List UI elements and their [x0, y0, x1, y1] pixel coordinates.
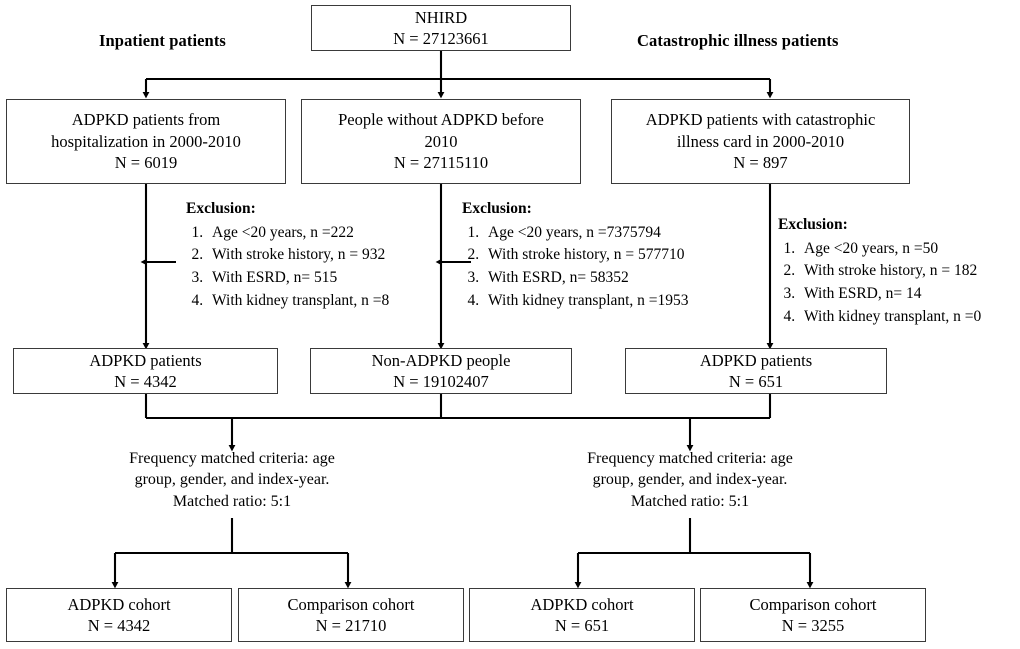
node-catastrophic-adpkd-count: N = 897	[733, 153, 788, 173]
exclusion-list-left: Exclusion: Age <20 years, n =222 With st…	[186, 198, 389, 312]
node-people-without-adpkd[interactable]: People without ADPKD before 2010 N = 271…	[301, 99, 581, 184]
node-nhird-title: NHIRD	[414, 7, 468, 27]
exclusion-list-right-items: Age <20 years, n =50 With stroke history…	[778, 238, 981, 329]
list-item: With stroke history, n = 182	[799, 260, 981, 283]
node-nhird-count: N = 27123661	[393, 29, 489, 48]
node-people-without-adpkd-count: N = 27115110	[393, 153, 489, 173]
node-comparison-cohort-left-count: N = 21710	[315, 616, 387, 635]
node-adpkd-cohort-left-title: ADPKD cohort	[67, 594, 171, 614]
list-item: With ESRD, n= 14	[799, 283, 981, 306]
node-catastrophic-adpkd-line1: ADPKD patients with catastrophic	[645, 110, 876, 130]
match-criteria-right-line3: Matched ratio: 5:1	[630, 492, 750, 510]
node-adpkd-cohort-right[interactable]: ADPKD cohort N = 651	[469, 588, 695, 642]
match-criteria-left: Frequency matched criteria: age group, g…	[82, 448, 382, 512]
match-criteria-left-line3: Matched ratio: 5:1	[172, 492, 292, 510]
exclusion-list-middle-title: Exclusion:	[462, 200, 532, 217]
list-item: With stroke history, n = 577710	[483, 244, 689, 267]
list-item: With kidney transplant, n =1953	[483, 290, 689, 313]
node-adpkd-patients-right[interactable]: ADPKD patients N = 651	[625, 348, 887, 394]
exclusion-list-right: Exclusion: Age <20 years, n =50 With str…	[778, 214, 981, 328]
node-catastrophic-adpkd[interactable]: ADPKD patients with catastrophic illness…	[611, 99, 910, 184]
node-comparison-cohort-right-count: N = 3255	[781, 616, 845, 635]
match-criteria-left-line1: Frequency matched criteria: age	[129, 450, 335, 467]
exclusion-list-middle: Exclusion: Age <20 years, n =7375794 Wit…	[462, 198, 689, 312]
node-adpkd-patients-left[interactable]: ADPKD patients N = 4342	[13, 348, 278, 394]
list-item: Age <20 years, n =50	[799, 238, 981, 261]
node-inpatient-adpkd[interactable]: ADPKD patients from hospitalization in 2…	[6, 99, 286, 184]
node-adpkd-cohort-left-count: N = 4342	[87, 616, 151, 635]
node-adpkd-patients-right-title: ADPKD patients	[699, 350, 813, 370]
exclusion-list-left-items: Age <20 years, n =222 With stroke histor…	[186, 222, 389, 313]
exclusion-list-right-title: Exclusion:	[778, 216, 848, 233]
list-item: With ESRD, n= 58352	[483, 267, 689, 290]
header-catastrophic-illness-patients: Catastrophic illness patients	[637, 31, 839, 50]
node-adpkd-cohort-right-title: ADPKD cohort	[530, 594, 634, 614]
node-non-adpkd-people-title: Non-ADPKD people	[371, 350, 511, 370]
node-people-without-adpkd-line2: 2010	[424, 131, 458, 151]
node-adpkd-patients-left-count: N = 4342	[114, 372, 177, 391]
node-adpkd-cohort-left[interactable]: ADPKD cohort N = 4342	[6, 588, 232, 642]
node-comparison-cohort-right-title: Comparison cohort	[749, 594, 877, 614]
match-criteria-right: Frequency matched criteria: age group, g…	[540, 448, 840, 512]
node-catastrophic-adpkd-line2: illness card in 2000-2010	[676, 131, 845, 151]
node-adpkd-cohort-right-count: N = 651	[554, 616, 610, 635]
match-criteria-right-line2: group, gender, and index-year.	[592, 471, 788, 489]
list-item: Age <20 years, n =7375794	[483, 222, 689, 245]
node-inpatient-adpkd-line1: ADPKD patients from	[71, 110, 221, 130]
exclusion-list-left-title: Exclusion:	[186, 200, 256, 217]
node-adpkd-patients-left-title: ADPKD patients	[89, 350, 202, 370]
node-inpatient-adpkd-line2: hospitalization in 2000-2010	[51, 131, 241, 151]
node-comparison-cohort-left[interactable]: Comparison cohort N = 21710	[238, 588, 464, 642]
list-item: With ESRD, n= 515	[207, 267, 389, 290]
list-item: With kidney transplant, n =8	[207, 290, 389, 313]
list-item: With stroke history, n = 932	[207, 244, 389, 267]
node-comparison-cohort-left-title: Comparison cohort	[287, 594, 415, 614]
node-non-adpkd-people-count: N = 19102407	[393, 372, 489, 391]
node-people-without-adpkd-line1: People without ADPKD before	[338, 110, 544, 130]
list-item: With kidney transplant, n =0	[799, 306, 981, 329]
header-inpatient-patients: Inpatient patients	[99, 31, 226, 50]
match-criteria-left-line2: group, gender, and index-year.	[134, 471, 330, 489]
exclusion-list-middle-items: Age <20 years, n =7375794 With stroke hi…	[462, 222, 689, 313]
node-nhird[interactable]: NHIRD N = 27123661	[311, 5, 571, 51]
list-item: Age <20 years, n =222	[207, 222, 389, 245]
node-adpkd-patients-right-count: N = 651	[728, 372, 784, 391]
node-inpatient-adpkd-count: N = 6019	[114, 153, 178, 173]
node-comparison-cohort-right[interactable]: Comparison cohort N = 3255	[700, 588, 926, 642]
node-non-adpkd-people[interactable]: Non-ADPKD people N = 19102407	[310, 348, 572, 394]
match-criteria-right-line1: Frequency matched criteria: age	[587, 450, 793, 467]
